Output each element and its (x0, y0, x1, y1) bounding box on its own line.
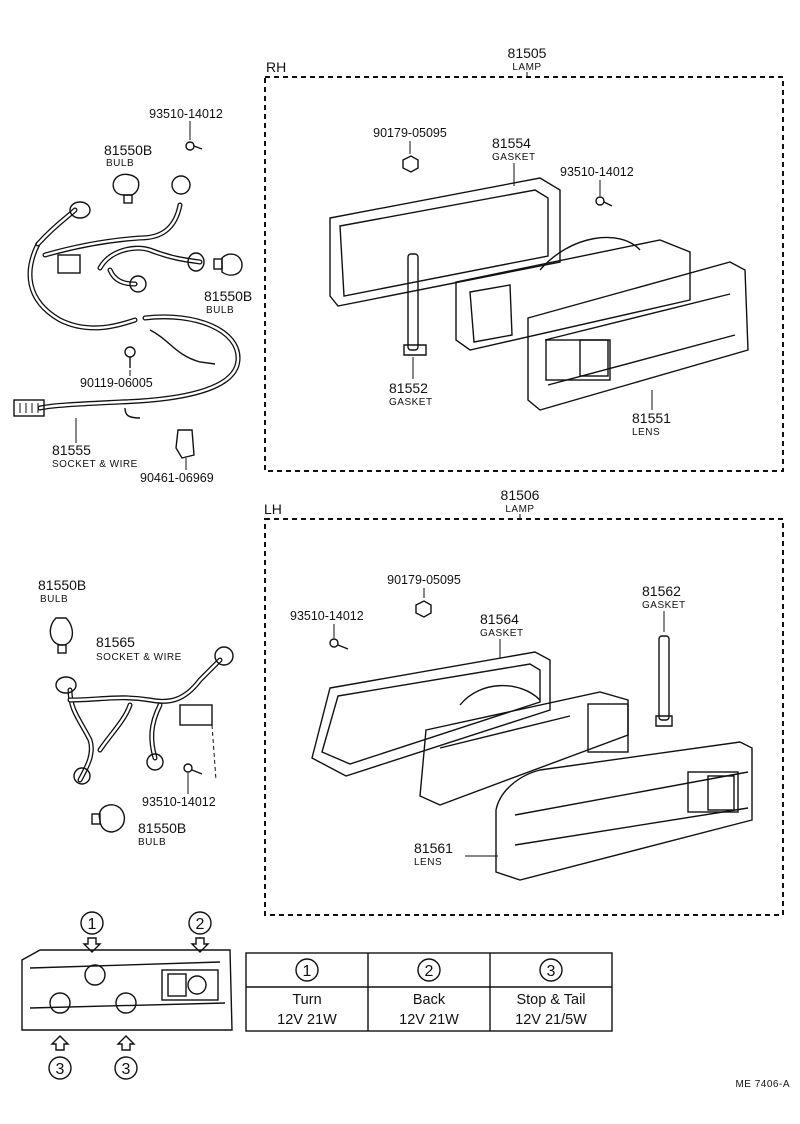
table-col-2-spec: 12V 21W (399, 1012, 459, 1028)
position-marker-3b (114, 1056, 138, 1080)
rh-screw-right-label: 93510-14012 (560, 165, 634, 179)
position-marker-1-label: 1 (88, 916, 97, 933)
lh-bulb-bottom-name: BULB (138, 837, 166, 848)
rh-socket-wire-drawing (13, 141, 243, 459)
lh-lens-part-name: LENS (414, 857, 442, 868)
table-col-2-function: Back (413, 992, 446, 1008)
lh-side-label: LH (264, 501, 282, 517)
rh-lamp-boundary (264, 76, 784, 472)
lh-socket-part-name: SOCKET & WIRE (96, 652, 182, 663)
table-col-1-number: 1 (303, 963, 312, 980)
rh-clamp-label: 90461-06969 (140, 471, 214, 485)
rh-socket-part-name: SOCKET & WIRE (52, 459, 138, 470)
lh-lamp-part-number: 81506 (501, 487, 540, 503)
table-col-3-function: Stop & Tail (516, 992, 585, 1008)
rh-screw-top-label: 93510-14012 (149, 107, 223, 121)
lh-gasket-strip-name: GASKET (642, 600, 686, 611)
lh-lamp-drawing (311, 600, 753, 881)
table-col-3-spec: 12V 21/5W (515, 1012, 587, 1028)
rh-gasket-frame-part-number: 81554 (492, 135, 531, 151)
lh-screw-left-label: 93510-14012 (290, 609, 364, 623)
diagram-code: ME 7406-A (735, 1079, 790, 1090)
rh-bulb-top-name: BULB (106, 158, 134, 169)
position-marker-1 (80, 911, 104, 935)
lh-gasket-strip-part-number: 81562 (642, 583, 681, 599)
lh-bulb-bottom-part-number: 81550B (138, 820, 186, 836)
lh-lens-part-number: 81561 (414, 840, 453, 856)
position-marker-3a-label: 3 (56, 1061, 65, 1078)
rh-bulb-right-part-number: 81550B (204, 288, 252, 304)
rh-gasket-frame-name: GASKET (492, 152, 536, 163)
lh-nut-label: 90179-05095 (387, 573, 461, 587)
table-col-3-number: 3 (547, 963, 556, 980)
rh-bulb-top-part-number: 81550B (104, 142, 152, 158)
rh-nut-label: 90179-05095 (373, 126, 447, 140)
lh-gasket-frame-part-number: 81564 (480, 611, 519, 627)
lh-gasket-frame-name: GASKET (480, 628, 524, 639)
rh-lens-part-number: 81551 (632, 410, 671, 426)
position-marker-2 (188, 911, 212, 935)
rh-lamp-part-name: LAMP (512, 62, 541, 73)
table-col-1-spec: 12V 21W (277, 1012, 337, 1028)
rh-lamp-part-number: 81505 (508, 45, 547, 61)
lh-socket-part-number: 81565 (96, 634, 135, 650)
rh-lens-part-name: LENS (632, 427, 660, 438)
bulb-spec-table: 1 Turn 12V 21W 2 Back 12V 21W 3 Stop & T… (245, 952, 613, 1032)
table-col-2-number: 2 (425, 963, 434, 980)
bulb-position-diagram: 1 2 3 3 (21, 911, 233, 1080)
rh-side-label: RH (266, 59, 286, 75)
rh-gasket-strip-part-number: 81552 (389, 380, 428, 396)
position-marker-2-label: 2 (196, 916, 205, 933)
table-col-1-function: Turn (292, 992, 321, 1008)
rh-gasket-strip-name: GASKET (389, 397, 433, 408)
lh-bulb-top-name: BULB (40, 594, 68, 605)
lh-bulb-top-part-number: 81550B (38, 577, 86, 593)
rh-lamp-drawing (329, 155, 749, 411)
lh-screw-bottom-label: 93510-14012 (142, 795, 216, 809)
lh-socket-wire-drawing (49, 617, 234, 833)
position-marker-3a (48, 1056, 72, 1080)
rh-bulb-right-name: BULB (206, 305, 234, 316)
position-marker-3b-label: 3 (122, 1061, 131, 1078)
lh-section: LH 81506 LAMP (38, 487, 784, 916)
rh-section: RH 81505 LAMP (13, 45, 784, 485)
lh-lamp-boundary (264, 518, 784, 916)
lh-lamp-part-name: LAMP (505, 504, 534, 515)
rh-socket-part-number: 81555 (52, 442, 91, 458)
rh-bolt-label: 90119-06005 (80, 376, 153, 390)
